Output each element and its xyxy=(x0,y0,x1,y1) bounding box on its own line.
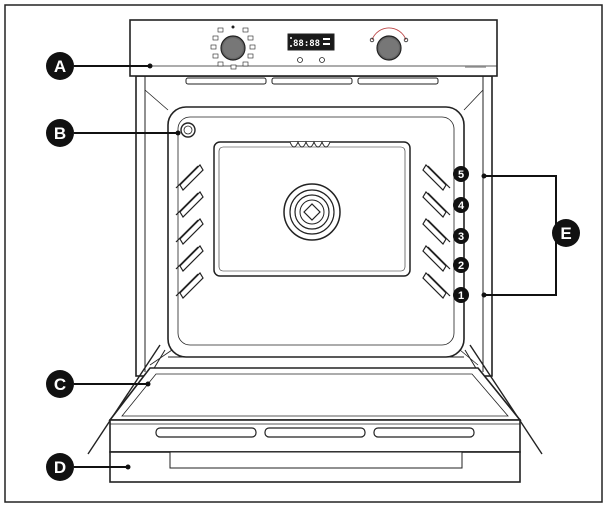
outer-frame xyxy=(4,4,603,503)
oven-lamp xyxy=(180,122,196,138)
shelf-level-2: 2 xyxy=(453,257,469,273)
convection-fan-icon xyxy=(283,183,341,241)
callout-e: E xyxy=(552,219,580,247)
svg-text:4: 4 xyxy=(458,200,465,212)
digital-display: 88:88 xyxy=(287,33,335,51)
shelf-level-1: 1 xyxy=(453,287,469,303)
svg-text:3: 3 xyxy=(458,231,464,243)
svg-text:5: 5 xyxy=(458,169,464,181)
svg-text:D: D xyxy=(54,458,66,477)
function-selector-knob[interactable] xyxy=(210,25,256,70)
display-buttons[interactable] xyxy=(297,57,325,63)
callout-c: C xyxy=(46,370,74,398)
leader-dots xyxy=(125,63,487,470)
svg-text:C: C xyxy=(54,375,66,394)
callout-b: B xyxy=(46,119,74,147)
shelf-level-4: 4 xyxy=(453,197,469,213)
svg-text:2: 2 xyxy=(458,260,464,272)
oven-door xyxy=(87,344,543,483)
svg-text:A: A xyxy=(54,57,66,76)
svg-text:B: B xyxy=(54,124,66,143)
left-shelf-rails xyxy=(175,164,204,299)
control-panel: 88:88 xyxy=(129,19,498,85)
shelf-level-5: 5 xyxy=(453,166,469,182)
svg-text:E: E xyxy=(560,224,571,243)
svg-text:1: 1 xyxy=(458,290,464,302)
display-clock: 88:88 xyxy=(293,39,320,49)
shelf-level-3: 3 xyxy=(453,228,469,244)
callout-a: A xyxy=(46,52,74,80)
callout-d: D xyxy=(46,453,74,481)
temperature-knob[interactable] xyxy=(369,27,409,61)
right-shelf-rails xyxy=(422,164,451,299)
